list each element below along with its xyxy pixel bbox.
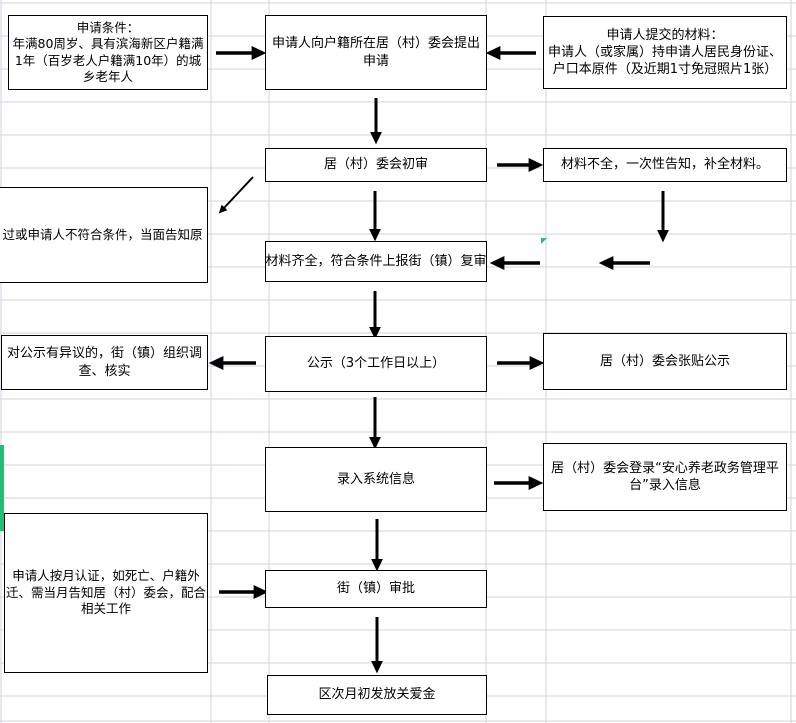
flow-box-reject-notice[interactable]: 过或申请人不符合条件，当面告知原: [0, 187, 208, 283]
flow-arrows: [208, 46, 669, 674]
green-cell-border-mark: [0, 445, 4, 531]
flow-box-platform-entry[interactable]: 居（村）委会登录“安心养老政务管理平台”录入信息: [543, 443, 787, 511]
flow-arrow: [218, 176, 254, 214]
flow-box-apply[interactable]: 申请人向户籍所在居（村）委会提出 申请: [265, 15, 487, 90]
flow-box-materials[interactable]: 申请人提交的材料： 申请人（或家属）持申请人居民身份证、户口本原件（及近期1寸免…: [543, 16, 787, 89]
flow-box-payment[interactable]: 区次月初发放关爱金: [267, 675, 487, 715]
error-indicator-triangle-icon: [541, 238, 547, 244]
flow-box-approval[interactable]: 街（镇）审批: [265, 570, 487, 608]
flow-box-complete-report[interactable]: 材料齐全，符合条件上报街（镇）复审: [265, 241, 487, 282]
flow-box-incomplete-materials[interactable]: 材料不全，一次性告知，补全材料。: [543, 148, 787, 182]
flow-box-initial-review[interactable]: 居（村）委会初审: [265, 148, 487, 182]
flow-box-monthly-certification[interactable]: 申请人按月认证，如死亡、户籍外迁、需当月告知居（村）委会，配合相关工作: [4, 513, 208, 673]
flow-box-objection[interactable]: 对公示有异议的，街（镇）组织调查、核实: [1, 335, 208, 390]
flow-box-post-publicity[interactable]: 居（村）委会张贴公示: [543, 333, 787, 390]
flow-box-data-entry[interactable]: 录入系统信息: [265, 447, 487, 512]
flow-box-conditions[interactable]: 申请条件： 年满80周岁、具有滨海新区户籍满1年（百岁老人户籍满10年）的城乡老…: [8, 15, 208, 90]
flow-box-publicity[interactable]: 公示（3个工作日以上）: [265, 336, 487, 392]
